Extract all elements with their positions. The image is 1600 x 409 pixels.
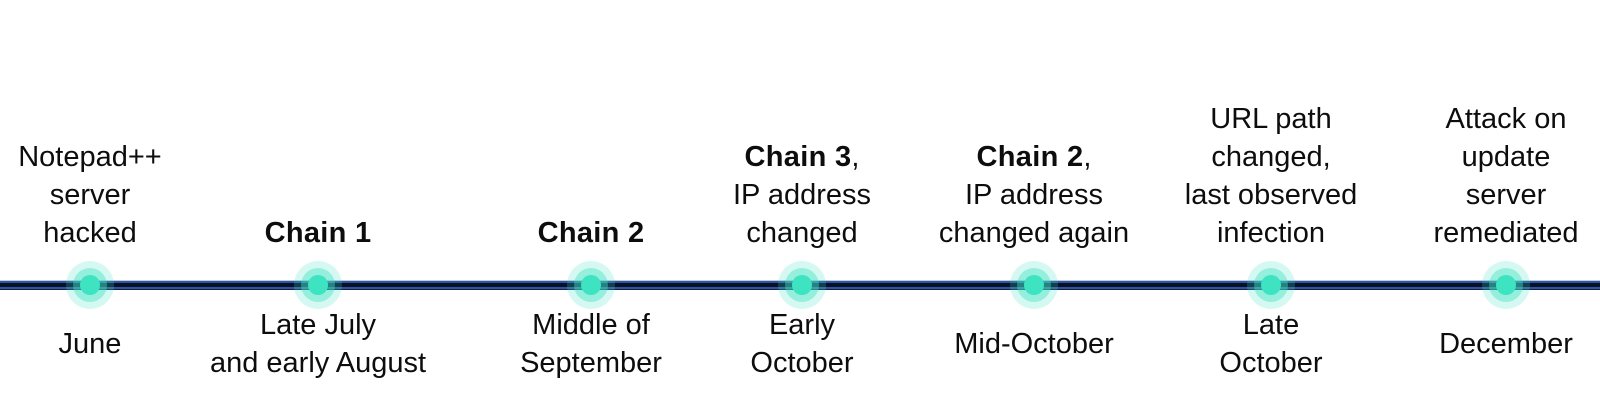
- timeline-event-chain-1: Chain 1 Late July and early August: [168, 0, 468, 409]
- event-title: URL path changed, last observed infectio…: [1121, 100, 1421, 252]
- event-marker-icon: [567, 261, 615, 309]
- timeline-event-url-path-changed: URL path changed, last observed infectio…: [1121, 0, 1421, 409]
- event-title: Chain 1: [168, 214, 468, 252]
- event-marker-icon: [778, 261, 826, 309]
- timeline-event-chain-2-ip-changed-again: Chain 2, IP address changed again Mid-Oc…: [884, 0, 1184, 409]
- event-title-bold: Chain 1: [264, 217, 372, 249]
- event-title-text: URL path changed, last observed infectio…: [1184, 103, 1358, 249]
- event-date: Late July and early August: [209, 309, 427, 379]
- event-title-text: , IP address changed again: [938, 141, 1130, 249]
- event-title: Chain 2: [441, 214, 741, 252]
- event-marker-icon: [1247, 261, 1295, 309]
- event-title-text: Attack on update server remediated: [1433, 103, 1579, 249]
- event-date: Middle of September: [520, 309, 662, 379]
- event-date: Early October: [750, 309, 854, 379]
- event-title: Attack on update server remediated: [1356, 100, 1600, 252]
- event-date: Late October: [1219, 309, 1323, 379]
- event-title: Chain 2, IP address changed again: [884, 138, 1184, 252]
- event-date: June: [58, 328, 122, 360]
- event-date: Mid-October: [954, 328, 1114, 360]
- event-title-bold: Chain 2: [537, 217, 645, 249]
- timeline-event-chain-2: Chain 2 Middle of September: [441, 0, 741, 409]
- event-title: Notepad++ server hacked: [0, 138, 240, 252]
- event-title-bold: Chain 3: [744, 141, 852, 173]
- event-marker-icon: [66, 261, 114, 309]
- event-title: Chain 3, IP address changed: [652, 138, 952, 252]
- event-marker-icon: [1482, 261, 1530, 309]
- event-title-bold: Chain 2: [976, 141, 1084, 173]
- event-marker-icon: [294, 261, 342, 309]
- event-marker-icon: [1010, 261, 1058, 309]
- event-title-text: , IP address changed: [732, 141, 872, 249]
- timeline-event-attack-remediated: Attack on update server remediated Decem…: [1356, 0, 1600, 409]
- event-title-text: Notepad++ server hacked: [18, 141, 162, 249]
- timeline-event-server-hacked: Notepad++ server hacked June: [0, 0, 240, 409]
- timeline-event-chain-3-ip-changed: Chain 3, IP address changed Early Octobe…: [652, 0, 952, 409]
- event-date: December: [1439, 328, 1573, 360]
